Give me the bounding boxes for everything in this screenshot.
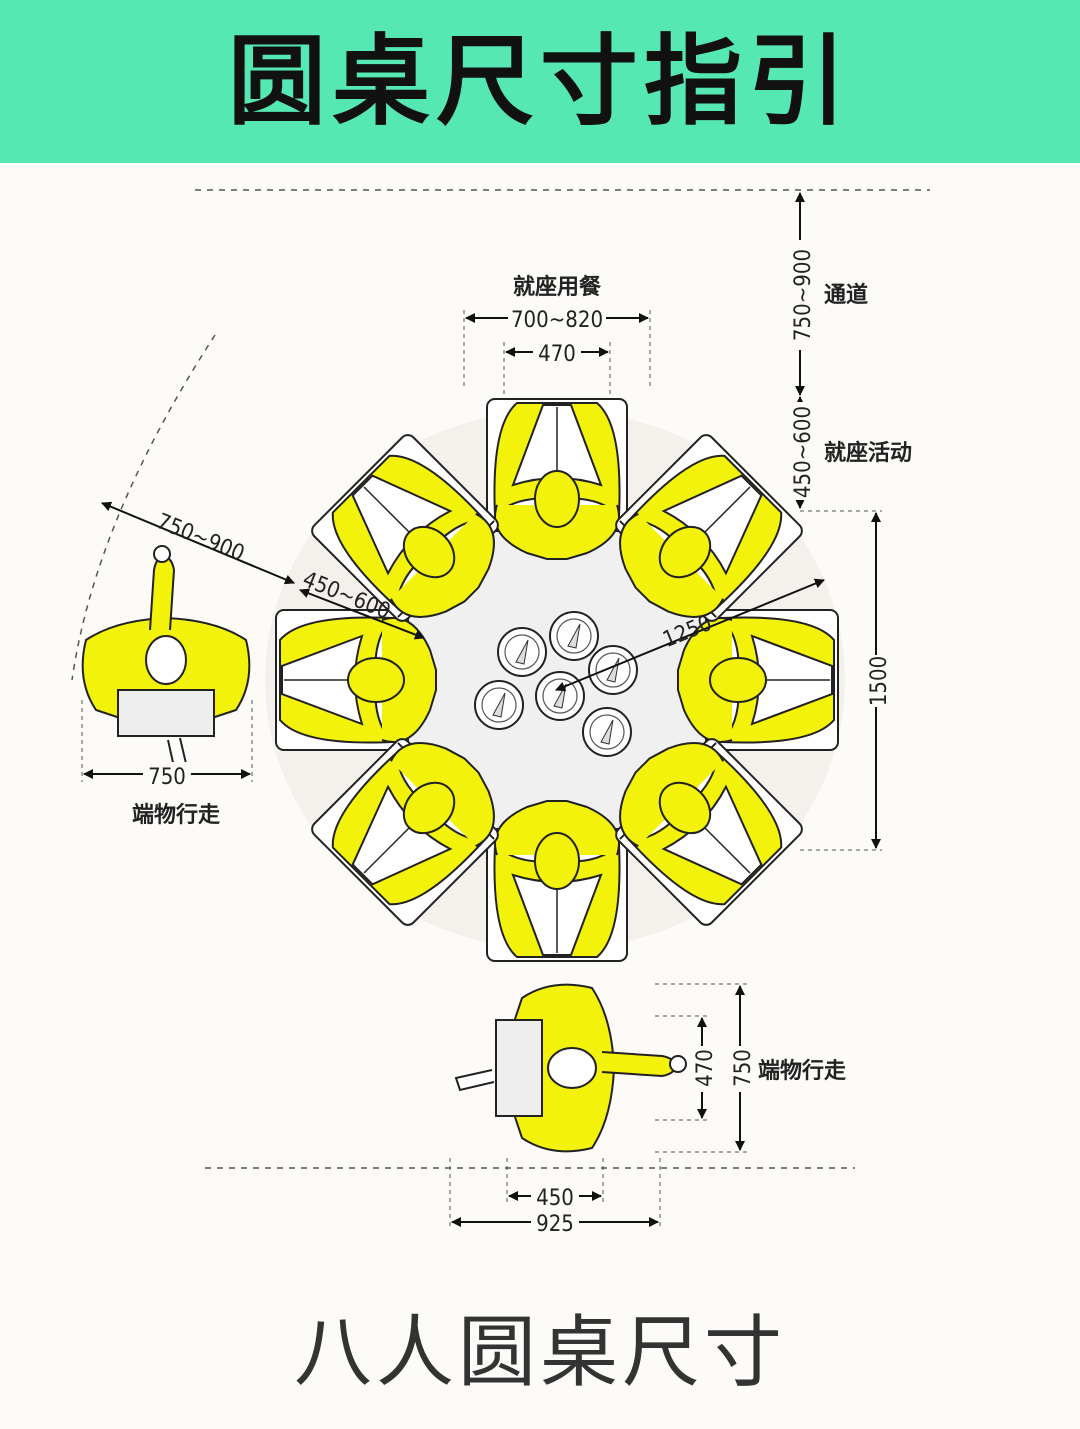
- plate: [474, 680, 524, 730]
- diagram-caption: 八人圆桌尺寸: [293, 1308, 786, 1398]
- diner-south: [486, 800, 628, 962]
- title-banner: 圆桌尺寸指引: [0, 0, 1080, 163]
- dim-bottom-inner-label: 450: [536, 1186, 574, 1211]
- dim-chair-width: 470: [503, 339, 611, 395]
- server-left: [81, 545, 251, 777]
- dim-serving-bottom-outer-label: 750: [731, 1049, 756, 1087]
- dim-serving-bottom-outer: 750: [655, 983, 756, 1153]
- serving-bottom-label: 端物行走: [758, 1058, 846, 1084]
- server-bottom: [455, 983, 687, 1153]
- dim-activity-depth-label: 450~600: [791, 406, 816, 498]
- dim-seat-width: 700~820: [463, 305, 651, 390]
- dim-serving-bottom-inner: 470: [655, 1015, 718, 1121]
- dim-serving-left-width-label: 750: [148, 765, 186, 790]
- dim-bottom-outer: 925: [449, 1158, 661, 1237]
- dim-serving-bottom-inner-label: 470: [693, 1049, 718, 1087]
- dim-table-diameter: 1500: [800, 510, 892, 851]
- dim-aisle-depth: 750~900: [787, 192, 816, 396]
- dim-bottom-outer-label: 925: [536, 1212, 574, 1237]
- seat-dining-label: 就座用餐: [513, 274, 602, 300]
- seat-activity-label: 就座活动: [824, 440, 912, 466]
- diner-west: [275, 609, 437, 751]
- round-table-diagram: 700~820 就座用餐 470 750~900 通道 450~600 就座活动…: [71, 189, 930, 1237]
- dim-left-outer: 750~900: [101, 501, 295, 585]
- page-title: 圆桌尺寸指引: [227, 24, 852, 139]
- dim-table-diameter-label: 1500: [867, 656, 892, 706]
- plate: [549, 611, 599, 661]
- aisle-label: 通道: [824, 282, 868, 308]
- plate: [582, 707, 632, 757]
- dim-activity-depth: 450~600: [787, 396, 816, 509]
- plate: [535, 671, 585, 721]
- plate: [588, 645, 638, 695]
- dim-bottom-inner: 450: [506, 1158, 604, 1211]
- dim-aisle-depth-label: 750~900: [791, 249, 816, 341]
- diner-north: [486, 398, 628, 560]
- dim-serving-left-width: 750: [81, 700, 253, 790]
- dim-seat-width-label: 700~820: [511, 308, 603, 333]
- plate: [497, 627, 547, 677]
- dim-chair-width-label: 470: [538, 342, 576, 367]
- serving-left-label: 端物行走: [132, 802, 220, 828]
